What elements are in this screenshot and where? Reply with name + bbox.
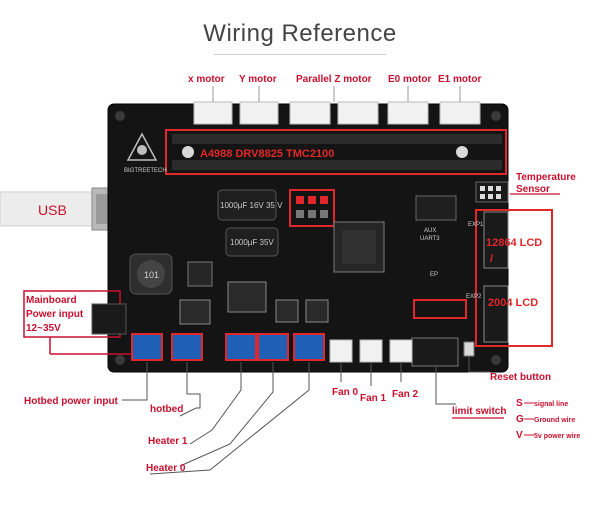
top-leader-lines	[212, 86, 461, 102]
hotbed-power-input-label: Hotbed power input	[24, 396, 119, 407]
uart-text: UART3	[420, 236, 440, 242]
x-motor-label: x motor	[188, 74, 225, 85]
hotbed-label: hotbed	[150, 404, 183, 415]
driver-headers	[165, 129, 507, 175]
inductor-text: 101	[144, 270, 159, 280]
lcd-12864-label: 12864 LCD	[486, 237, 542, 249]
exp1-text: EXP1	[468, 222, 484, 228]
legend-v-letter: V	[516, 430, 523, 441]
mainboard-power-line2: Power input	[26, 309, 84, 320]
title-divider	[214, 54, 386, 55]
ep-text: EP	[430, 272, 438, 278]
page-title: Wiring Reference	[203, 20, 397, 47]
capacitor-top-text: 1000μF 16V 35 V	[220, 201, 283, 210]
temperature-label-line2: Sensor	[516, 184, 550, 195]
mainboard-power-line3: 12~35V	[26, 323, 61, 334]
brand-text: BIGTREETECH	[124, 168, 167, 174]
z-motor-connector-2	[337, 101, 379, 125]
capacitors	[217, 189, 279, 257]
limit-switch-header	[411, 299, 467, 367]
legend-g-text: Ground wire	[534, 417, 575, 424]
heater-0-label: Heater 0	[146, 463, 186, 474]
jumper-block	[289, 189, 335, 227]
y-motor-label: Y motor	[239, 74, 277, 85]
controller-board	[107, 103, 509, 373]
lcd-slash: /	[490, 253, 493, 265]
screw-terminals	[131, 333, 325, 361]
aux-header	[415, 195, 457, 221]
temperature-sensor-header	[475, 181, 509, 203]
exp2-text: EXP2	[466, 294, 482, 300]
lcd-headers	[475, 209, 553, 347]
aux-text: AUX	[424, 228, 436, 234]
e0-motor-connector	[387, 101, 429, 125]
legend-s-text: signal line	[534, 401, 568, 408]
e0-motor-label: E0 motor	[388, 74, 431, 85]
legend-v-text: 5v power wire	[534, 433, 580, 440]
e1-motor-connector	[439, 101, 481, 125]
brand-logo	[126, 132, 158, 161]
capacitor-bottom-text: 1000μF 35V	[230, 238, 274, 247]
x-motor-connector	[193, 101, 233, 125]
reset-button-label: Reset button	[490, 372, 551, 383]
z-motor-connector-1	[289, 101, 331, 125]
legend-s-letter: S	[516, 398, 523, 409]
temperature-label-line1: Temperature	[516, 172, 576, 183]
reset-button-component	[463, 341, 475, 357]
mainboard-power-line1: Mainboard	[26, 295, 77, 306]
fan-0-label: Fan 0	[332, 387, 359, 398]
legend-g-letter: G	[516, 414, 524, 425]
mcu-chip	[333, 221, 385, 273]
usb-label: USB	[38, 202, 67, 218]
e1-motor-label: E1 motor	[438, 74, 481, 85]
heater-1-label: Heater 1	[148, 436, 188, 447]
bottom-leader-lines	[122, 356, 490, 475]
driver-types-text: A4988 DRV8825 TMC2100	[200, 148, 334, 160]
mainboard-power-box	[23, 290, 132, 355]
lcd-2004-label: 2004 LCD	[488, 297, 538, 309]
inductor	[129, 253, 173, 295]
mosfets	[179, 261, 329, 325]
fan-1-label: Fan 1	[360, 393, 387, 404]
fan-2-label: Fan 2	[392, 389, 419, 400]
limit-switch-label: limit switch	[452, 406, 506, 417]
pin-legend: S signal line G Ground wire V 5v power w…	[516, 398, 580, 441]
fan-connectors	[329, 339, 413, 363]
y-motor-connector	[239, 101, 279, 125]
motor-connectors	[193, 101, 481, 125]
parallel-z-motor-label: Parallel Z motor	[296, 74, 372, 85]
